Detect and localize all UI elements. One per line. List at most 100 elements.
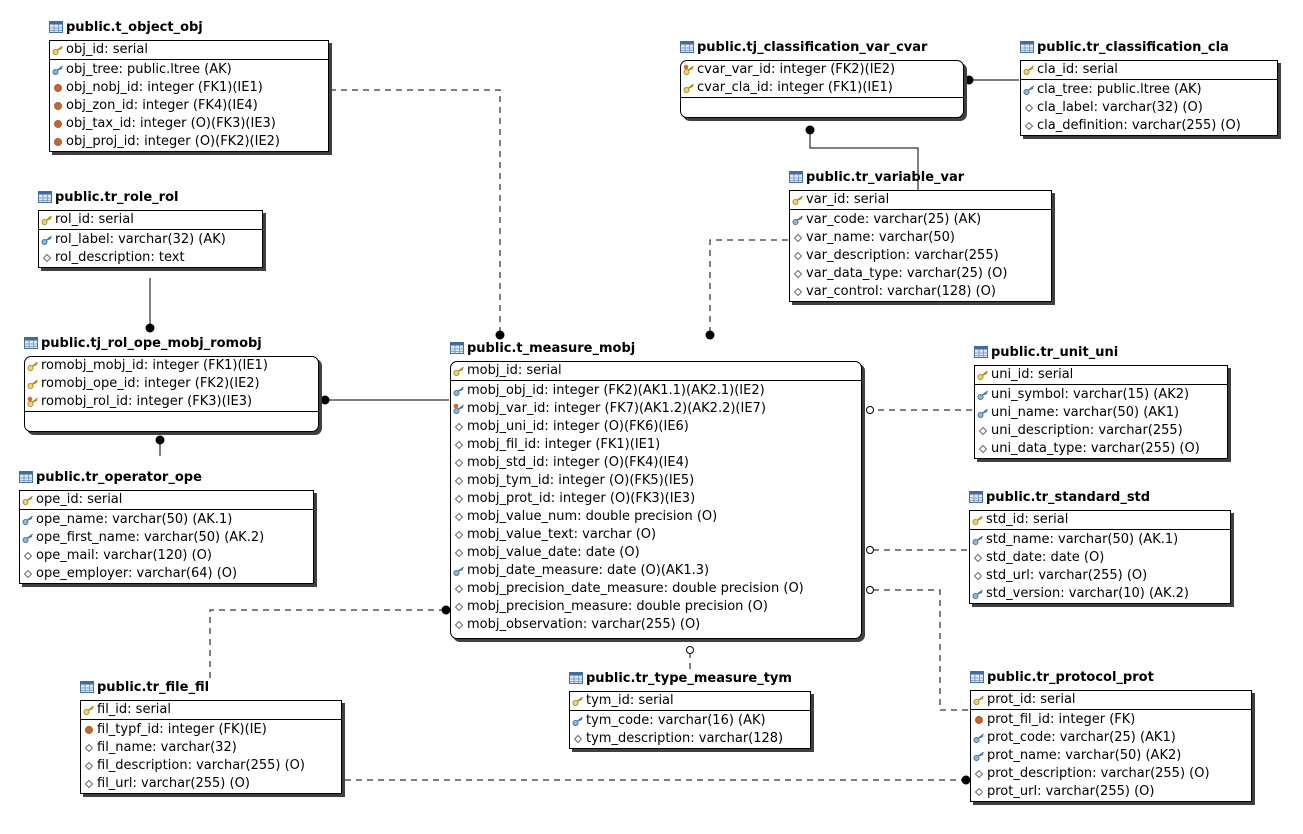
attribute-row[interactable]: mobj_uni_id: integer (O)(FK6)(IE6) bbox=[451, 418, 861, 436]
primary-key-row[interactable]: romobj_rol_id: integer (FK3)(IE3) bbox=[25, 393, 318, 412]
primary-key-row[interactable]: cla_id: serial bbox=[1021, 61, 1277, 80]
attribute-row[interactable]: fil_url: varchar(255) (O) bbox=[81, 775, 341, 793]
attribute-row[interactable]: rol_description: text bbox=[39, 249, 262, 267]
column-text: ope_first_name: varchar(50) (AK.2) bbox=[36, 530, 265, 545]
primary-key-row[interactable]: cvar_var_id: integer (FK2)(IE2) bbox=[681, 61, 963, 79]
attribute-row[interactable]: obj_nobj_id: integer (FK1)(IE1) bbox=[50, 79, 328, 97]
attribute-row[interactable]: obj_proj_id: integer (O)(FK2)(IE2) bbox=[50, 133, 328, 151]
attribute-row[interactable]: cla_label: varchar(32) (O) bbox=[1021, 99, 1277, 117]
attribute-row[interactable]: mobj_obj_id: integer (FK2)(AK1.1)(AK2.1)… bbox=[451, 382, 861, 400]
attribute-row[interactable]: mobj_precision_date_measure: double prec… bbox=[451, 580, 861, 598]
entity-box[interactable]: romobj_mobj_id: integer (FK1)(IE1)romobj… bbox=[24, 356, 319, 432]
attribute-row[interactable]: var_control: varchar(128) (O) bbox=[790, 283, 1051, 301]
table-icon bbox=[24, 337, 38, 349]
attribute-row[interactable]: var_data_type: varchar(25) (O) bbox=[790, 265, 1051, 283]
many-end-marker bbox=[705, 330, 715, 340]
attribute-row[interactable]: var_name: varchar(50) bbox=[790, 229, 1051, 247]
attribute-row[interactable]: ope_first_name: varchar(50) (AK.2) bbox=[20, 529, 313, 547]
attribute-row[interactable]: mobj_std_id: integer (O)(FK4)(IE4) bbox=[451, 454, 861, 472]
attribute-row[interactable]: mobj_fil_id: integer (FK1)(IE1) bbox=[451, 436, 861, 454]
entity-title[interactable]: public.tr_unit_uni bbox=[974, 345, 1118, 361]
attribute-row[interactable]: ope_name: varchar(50) (AK.1) bbox=[20, 511, 313, 529]
entity-title[interactable]: public.t_measure_mobj bbox=[450, 341, 635, 357]
primary-key-row[interactable]: uni_id: serial bbox=[975, 366, 1227, 385]
key-icon bbox=[22, 495, 33, 505]
attribute-row[interactable]: var_description: varchar(255) bbox=[790, 247, 1051, 265]
attribute-row[interactable]: cla_definition: varchar(255) (O) bbox=[1021, 117, 1277, 135]
attribute-row[interactable]: fil_description: varchar(255) (O) bbox=[81, 757, 341, 775]
attribute-row[interactable]: fil_typf_id: integer (FK)(IE) bbox=[81, 721, 341, 739]
attribute-row[interactable]: prot_description: varchar(255) (O) bbox=[971, 765, 1251, 783]
entity-title[interactable]: public.tj_classification_var_cvar bbox=[680, 40, 927, 56]
primary-key-row[interactable]: rol_id: serial bbox=[39, 211, 262, 230]
attribute-row[interactable]: obj_tax_id: integer (O)(FK3)(IE3) bbox=[50, 115, 328, 133]
primary-key-row[interactable]: var_id: serial bbox=[790, 191, 1051, 210]
attribute-row[interactable]: mobj_prot_id: integer (O)(FK3)(IE3) bbox=[451, 490, 861, 508]
attribute-row[interactable]: mobj_value_text: varchar (O) bbox=[451, 526, 861, 544]
entity-title[interactable]: public.tr_classification_cla bbox=[1020, 40, 1229, 56]
entity-title[interactable]: public.tj_rol_ope_mobj_romobj bbox=[24, 336, 262, 352]
primary-key-row[interactable]: fil_id: serial bbox=[81, 701, 341, 720]
attribute-row[interactable]: std_version: varchar(10) (AK.2) bbox=[970, 585, 1230, 603]
attribute-row[interactable]: mobj_value_date: date (O) bbox=[451, 544, 861, 562]
attribute-row[interactable]: cla_tree: public.ltree (AK) bbox=[1021, 81, 1277, 99]
attribute-row[interactable]: ope_employer: varchar(64) (O) bbox=[20, 565, 313, 583]
attribute-row[interactable]: mobj_tym_id: integer (O)(FK5)(IE5) bbox=[451, 472, 861, 490]
column-text: mobj_precision_date_measure: double prec… bbox=[467, 581, 804, 596]
attribute-row[interactable]: obj_tree: public.ltree (AK) bbox=[50, 61, 328, 79]
attribute-row[interactable]: prot_name: varchar(50) (AK2) bbox=[971, 747, 1251, 765]
entity-title[interactable]: public.tr_file_fil bbox=[80, 680, 209, 696]
entity-box[interactable]: mobj_id: serial mobj_obj_id: integer (FK2… bbox=[450, 361, 862, 639]
column-text: mobj_id: serial bbox=[467, 363, 562, 378]
attribute-row[interactable]: prot_fil_id: integer (FK) bbox=[971, 711, 1251, 729]
attribute-row[interactable]: obj_zon_id: integer (FK4)(IE4) bbox=[50, 97, 328, 115]
entity-title[interactable]: public.t_object_obj bbox=[49, 20, 203, 36]
attribute-row[interactable]: std_url: varchar(255) (O) bbox=[970, 567, 1230, 585]
entity-title[interactable]: public.tr_type_measure_tym bbox=[569, 671, 792, 687]
entity-title[interactable]: public.tr_role_rol bbox=[38, 190, 178, 206]
primary-key-row[interactable]: obj_id: serial bbox=[50, 41, 328, 60]
attribute-row[interactable]: ope_mail: varchar(120) (O) bbox=[20, 547, 313, 565]
attribute-row[interactable]: uni_name: varchar(50) (AK1) bbox=[975, 404, 1227, 422]
attribute-row[interactable]: mobj_var_id: integer (FK7)(AK1.2)(AK2.2)… bbox=[451, 400, 861, 418]
attribute-row[interactable]: tym_description: varchar(128) bbox=[570, 730, 810, 748]
attribute-row[interactable]: uni_symbol: varchar(15) (AK2) bbox=[975, 386, 1227, 404]
primary-key-row[interactable]: tym_id: serial bbox=[570, 692, 810, 711]
entity-title[interactable]: public.tr_variable_var bbox=[789, 170, 964, 186]
attribute-row[interactable]: mobj_precision_measure: double precision… bbox=[451, 598, 861, 616]
attribute-row[interactable]: var_code: varchar(25) (AK) bbox=[790, 211, 1051, 229]
entity-title[interactable]: public.tr_operator_ope bbox=[19, 470, 202, 486]
attribute-row[interactable]: rol_label: varchar(32) (AK) bbox=[39, 231, 262, 249]
attribute-row[interactable]: tym_code: varchar(16) (AK) bbox=[570, 712, 810, 730]
attribute-row[interactable]: uni_data_type: varchar(255) (O) bbox=[975, 440, 1227, 458]
entity-title[interactable]: public.tr_protocol_prot bbox=[970, 670, 1154, 686]
entity-title[interactable]: public.tr_standard_std bbox=[969, 490, 1150, 506]
primary-key-row[interactable]: ope_id: serial bbox=[20, 491, 313, 510]
primary-key-row[interactable]: cvar_cla_id: integer (FK1)(IE1) bbox=[681, 79, 963, 98]
attribute-row[interactable]: mobj_value_num: double precision (O) bbox=[451, 508, 861, 526]
attribute-row[interactable]: fil_name: varchar(32) bbox=[81, 739, 341, 757]
attribute-row[interactable]: std_name: varchar(50) (AK.1) bbox=[970, 531, 1230, 549]
primary-key-row[interactable]: mobj_id: serial bbox=[451, 362, 861, 381]
attribute-row[interactable]: prot_code: varchar(25) (AK1) bbox=[971, 729, 1251, 747]
primary-key-row[interactable]: prot_id: serial bbox=[971, 691, 1251, 710]
attribute-row[interactable]: mobj_observation: varchar(255) (O) bbox=[451, 616, 861, 634]
attribute-row[interactable]: prot_url: varchar(255) (O) bbox=[971, 783, 1251, 801]
primary-key-row[interactable]: romobj_ope_id: integer (FK2)(IE2) bbox=[25, 375, 318, 393]
primary-key-row[interactable]: std_id: serial bbox=[970, 511, 1230, 530]
attribute-row[interactable]: uni_description: varchar(255) bbox=[975, 422, 1227, 440]
attribute-row[interactable]: std_date: date (O) bbox=[970, 549, 1230, 567]
entity-box[interactable]: cvar_var_id: integer (FK2)(IE2)cvar_cla_… bbox=[680, 60, 964, 118]
primary-key-row[interactable]: romobj_mobj_id: integer (FK1)(IE1) bbox=[25, 357, 318, 375]
attribute-row[interactable]: mobj_date_measure: date (O)(AK1.3) bbox=[451, 562, 861, 580]
